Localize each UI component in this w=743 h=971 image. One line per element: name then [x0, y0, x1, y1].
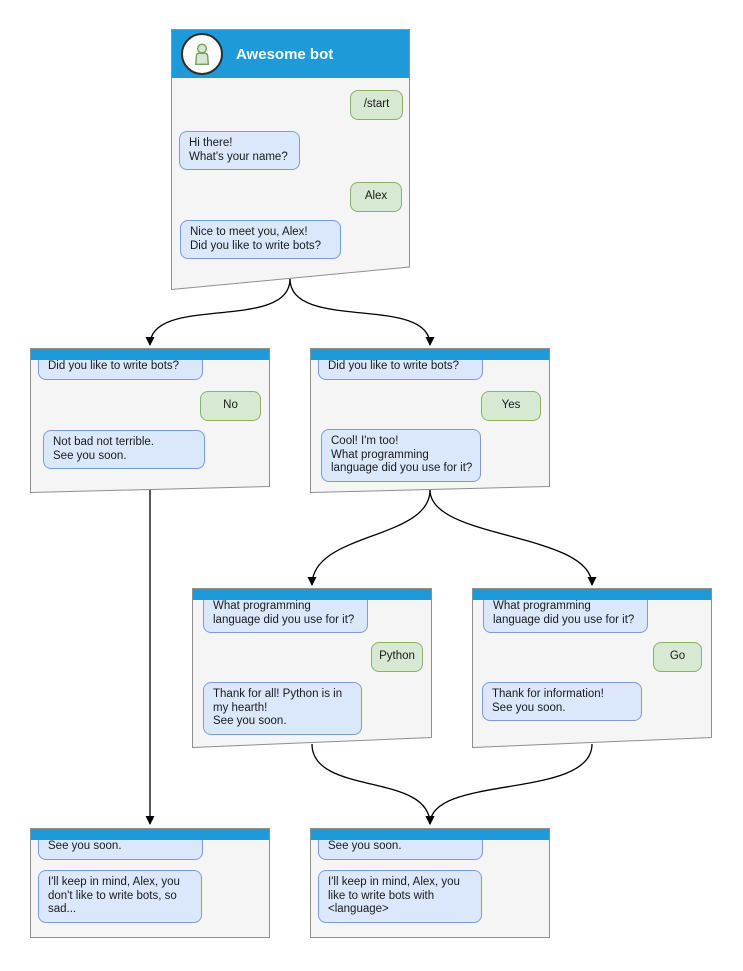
user-message-bubble: Alex — [350, 182, 402, 212]
user-message-bubble: Python — [371, 642, 423, 672]
chat-window-title-bar: Awesome bot — [172, 30, 409, 78]
bot-name-title: Awesome bot — [236, 45, 334, 63]
chat-window-branch-go: What programming language did you use fo… — [472, 588, 712, 748]
chat-window-title-bar — [193, 589, 431, 600]
bot-message-bubble: Cool! I'm too! What programming language… — [321, 429, 481, 482]
chat-window-branch-no: Did you like to write bots? No Not bad n… — [30, 348, 270, 493]
bot-message-bubble: I'll keep in mind, Alex, you like to wri… — [318, 870, 482, 923]
chat-window-title-bar — [31, 349, 269, 360]
chat-window-main: Awesome bot /start Hi there! What's your… — [171, 29, 410, 290]
arrow-go-to-end — [425, 743, 593, 825]
arrow-main-to-no — [145, 278, 291, 346]
chat-window-branch-yes: Did you like to write bots? Yes Cool! I'… — [310, 348, 550, 493]
chat-window-title-bar — [473, 589, 711, 600]
chat-window-title-bar — [311, 829, 549, 840]
bot-message-bubble: Thank for all! Python is in my hearth! S… — [203, 682, 362, 735]
arrow-main-to-yes — [289, 278, 435, 346]
chat-window-end-no: See you soon. I'll keep in mind, Alex, y… — [30, 828, 270, 938]
arrow-python-to-end — [311, 743, 435, 825]
bot-message-bubble: Nice to meet you, Alex! Did you like to … — [180, 220, 341, 259]
bot-message-bubble: What programming language did you use fo… — [483, 594, 648, 633]
bot-message-bubble: Thank for information! See you soon. — [482, 682, 642, 721]
user-message-bubble: Yes — [481, 391, 541, 421]
arrow-yes-to-go — [429, 489, 597, 586]
user-message-bubble: Go — [653, 642, 702, 672]
person-icon — [194, 43, 210, 65]
chat-window-branch-python: What programming language did you use fo… — [192, 588, 432, 748]
arrow-yes-to-python — [307, 489, 431, 586]
user-message-bubble: /start — [350, 90, 403, 120]
bot-avatar — [181, 33, 223, 75]
bot-message-bubble: Not bad not terrible. See you soon. — [43, 430, 205, 469]
chat-window-end-language: See you soon. I'll keep in mind, Alex, y… — [310, 828, 550, 938]
user-message-bubble: No — [200, 391, 261, 421]
chat-window-title-bar — [311, 349, 549, 360]
chat-window-title-bar — [31, 829, 269, 840]
bot-message-bubble: I'll keep in mind, Alex, you don't like … — [38, 870, 202, 923]
bot-message-bubble: Hi there! What's your name? — [179, 131, 300, 170]
